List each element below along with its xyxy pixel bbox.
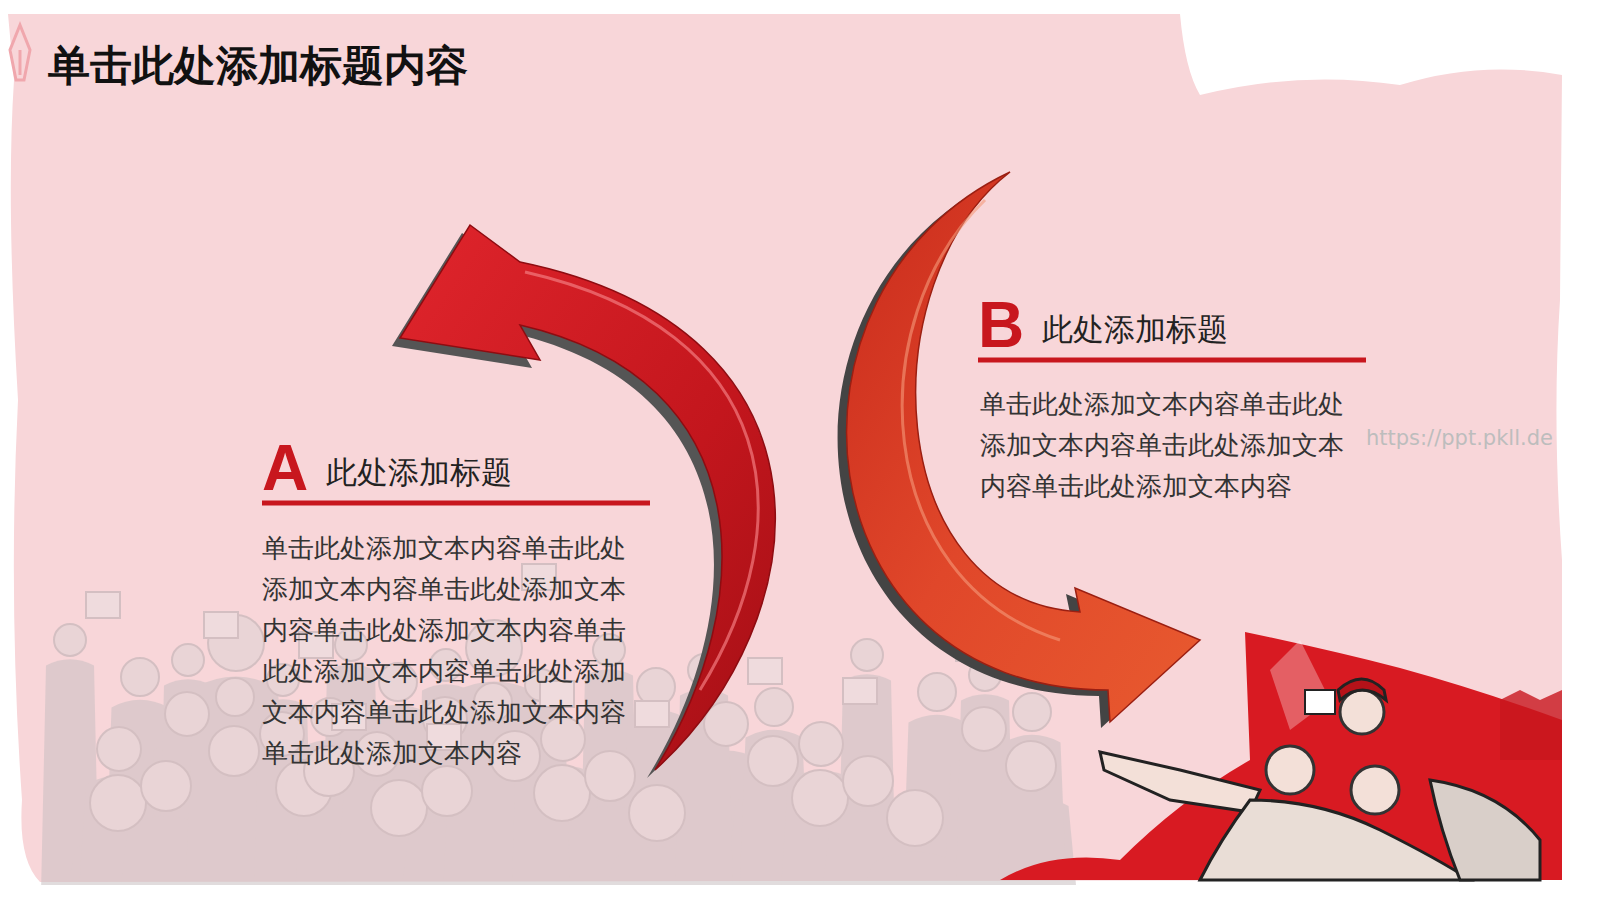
heading-underline [978, 358, 1366, 363]
section-heading: 此处添加标题 [326, 454, 512, 491]
flag-ground [8, 14, 1562, 882]
section-letter: B [978, 293, 1024, 357]
section-heading: 此处添加标题 [1042, 311, 1228, 348]
section-letter: A [262, 436, 308, 500]
slide-title: 单击此处添加标题内容 [48, 38, 468, 94]
body-text: 单击此处添加文本内容单击此处 添加文本内容单击此处添加文本 内容单击此处添加文本… [262, 528, 634, 774]
body-text: 单击此处添加文本内容单击此处 添加文本内容单击此处添加文本 内容单击此处添加文本… [980, 384, 1352, 507]
watermark: https://ppt.pkll.de [1366, 426, 1553, 451]
pen-icon [10, 25, 30, 80]
heading-underline [262, 501, 650, 506]
